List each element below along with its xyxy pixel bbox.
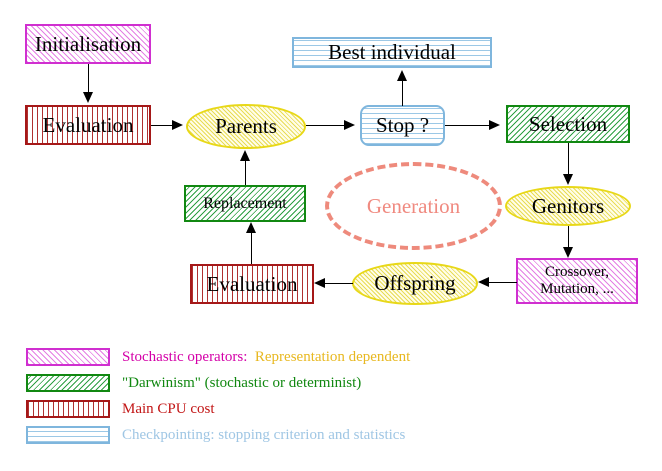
node-parents: Parents xyxy=(186,104,306,149)
edge-selection-to-genitors xyxy=(568,143,569,175)
edge-parents-to-stop xyxy=(306,125,346,126)
edge-offspring-to-evaluation xyxy=(325,283,353,284)
legend-swatch-checkpointing xyxy=(26,426,110,444)
arrowhead-offspring-to-evaluation xyxy=(314,278,325,288)
edge-evaluation-to-parents xyxy=(151,125,174,126)
node-evaluation-top: Evaluation xyxy=(25,105,151,145)
node-generation: Generation xyxy=(325,162,502,250)
node-initialisation-label: Initialisation xyxy=(34,31,142,56)
legend-row-stochastic-operators: Stochastic operators: Representation dep… xyxy=(122,348,410,366)
edge-initialisation-to-evaluation xyxy=(88,64,89,93)
edge-genitors-to-crossover xyxy=(568,226,569,248)
legend-label-stochastic-operators: Stochastic operators: xyxy=(122,349,248,365)
arrowhead-evaluation-to-replacement xyxy=(246,222,256,233)
node-crossover-mutation: Crossover, Mutation, ... xyxy=(516,258,638,304)
node-stop: Stop ? xyxy=(360,105,445,146)
node-selection-label: Selection xyxy=(528,111,608,136)
node-best-individual: Best individual xyxy=(292,37,492,68)
edge-crossover-to-offspring xyxy=(489,282,517,283)
node-evaluation-bottom-label: Evaluation xyxy=(206,271,298,296)
node-selection: Selection xyxy=(506,105,630,143)
node-genitors-label: Genitors xyxy=(531,193,605,218)
arrowhead-evaluation-to-parents xyxy=(172,120,183,130)
node-offspring: Offspring xyxy=(352,262,478,305)
arrowhead-crossover-to-offspring xyxy=(478,277,489,287)
node-parents-label: Parents xyxy=(215,114,277,138)
node-initialisation: Initialisation xyxy=(25,24,151,64)
node-best-individual-label: Best individual xyxy=(328,40,456,64)
arrowhead-selection-to-genitors xyxy=(563,174,573,185)
legend-label-main-cpu-cost: Main CPU cost xyxy=(122,401,215,417)
edge-evaluation-to-replacement xyxy=(251,232,252,264)
edge-replacement-to-parents xyxy=(245,160,246,185)
legend-label-representation-dependent: Representation dependent xyxy=(254,349,411,365)
node-genitors: Genitors xyxy=(505,186,631,226)
node-offspring-label: Offspring xyxy=(374,271,456,295)
arrowhead-parents-to-stop xyxy=(344,120,355,130)
node-replacement: Replacement xyxy=(184,185,306,222)
arrowhead-replacement-to-parents xyxy=(240,150,250,161)
legend-swatch-main-cpu-cost xyxy=(26,400,110,418)
node-evaluation-top-label: Evaluation xyxy=(42,112,134,137)
legend-label-darwinism: "Darwinism" (stochastic or determinist) xyxy=(122,375,362,391)
arrowhead-initialisation-to-evaluation xyxy=(83,92,93,103)
legend-swatch-stochastic-operators xyxy=(26,348,110,366)
node-evaluation-bottom: Evaluation xyxy=(190,264,314,304)
edge-stop-to-selection xyxy=(445,125,491,126)
node-replacement-label: Replacement xyxy=(203,194,287,212)
legend-label-checkpointing: Checkpointing: stopping criterion and st… xyxy=(122,427,406,443)
node-crossover-mutation-label: Crossover, Mutation, ... xyxy=(540,263,614,297)
arrowhead-genitors-to-crossover xyxy=(563,247,573,258)
arrowhead-stop-to-selection xyxy=(489,120,500,130)
node-stop-label: Stop ? xyxy=(375,113,430,137)
edge-stop-to-best-individual xyxy=(402,80,403,106)
arrowhead-stop-to-best-individual xyxy=(397,70,407,81)
node-generation-label: Generation xyxy=(366,193,461,218)
legend-swatch-darwinism xyxy=(26,374,110,392)
